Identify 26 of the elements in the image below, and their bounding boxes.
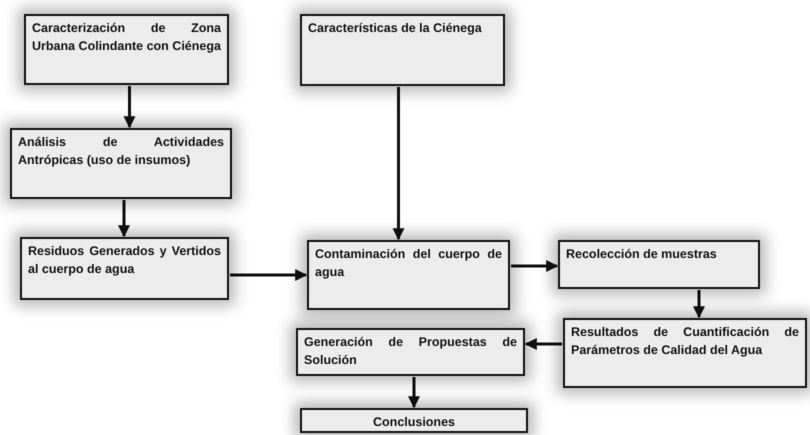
arrow bbox=[392, 87, 404, 240]
box-text: Resultados de Cuantificación de Parámetros de Calidad del Agua bbox=[571, 324, 799, 360]
box-text: Conclusiones bbox=[372, 414, 456, 431]
process-box bbox=[300, 408, 528, 433]
arrow bbox=[693, 290, 705, 318]
arrow bbox=[124, 86, 136, 128]
box-text: Residuos Generados y Vertidos al cuerpo de agua bbox=[28, 243, 221, 278]
arrow bbox=[408, 377, 420, 408]
arrow bbox=[524, 338, 562, 350]
box-text: Generación de Propuestas de Solución bbox=[304, 334, 517, 370]
box-text: Características de la Ciénega bbox=[308, 20, 483, 37]
box-text: Análisis de Actividades Antrópicas (uso de insumos) bbox=[18, 134, 224, 170]
arrow bbox=[511, 260, 558, 272]
box-text: Contaminación del cuerpo de agua bbox=[315, 246, 502, 282]
arrow bbox=[118, 200, 130, 238]
process-box bbox=[307, 240, 510, 310]
process-box bbox=[20, 237, 229, 300]
process-box bbox=[24, 14, 229, 85]
box-text: Caracterización de Zona Urbana Colindante con Ciénega bbox=[32, 20, 221, 56]
process-box bbox=[558, 240, 760, 289]
process-box bbox=[296, 328, 525, 376]
process-box bbox=[563, 318, 807, 388]
process-box bbox=[10, 128, 232, 199]
box-text: Recolección de muestras bbox=[566, 246, 718, 263]
process-box bbox=[300, 14, 505, 86]
arrow bbox=[230, 269, 308, 281]
